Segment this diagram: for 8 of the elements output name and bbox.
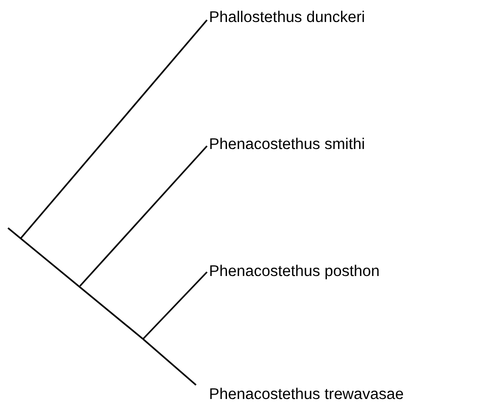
branch-line [142, 271, 208, 340]
branch-line [142, 338, 197, 386]
taxon-label: Phenacostethus trewavasae [209, 386, 404, 404]
branch-line [20, 19, 208, 239]
taxon-label: Phenacostethus smithi [209, 136, 365, 154]
branch-line [79, 145, 208, 287]
taxon-label: Phallostethus dunckeri [209, 9, 365, 27]
taxon-label: Phenacostethus posthon [209, 263, 380, 281]
